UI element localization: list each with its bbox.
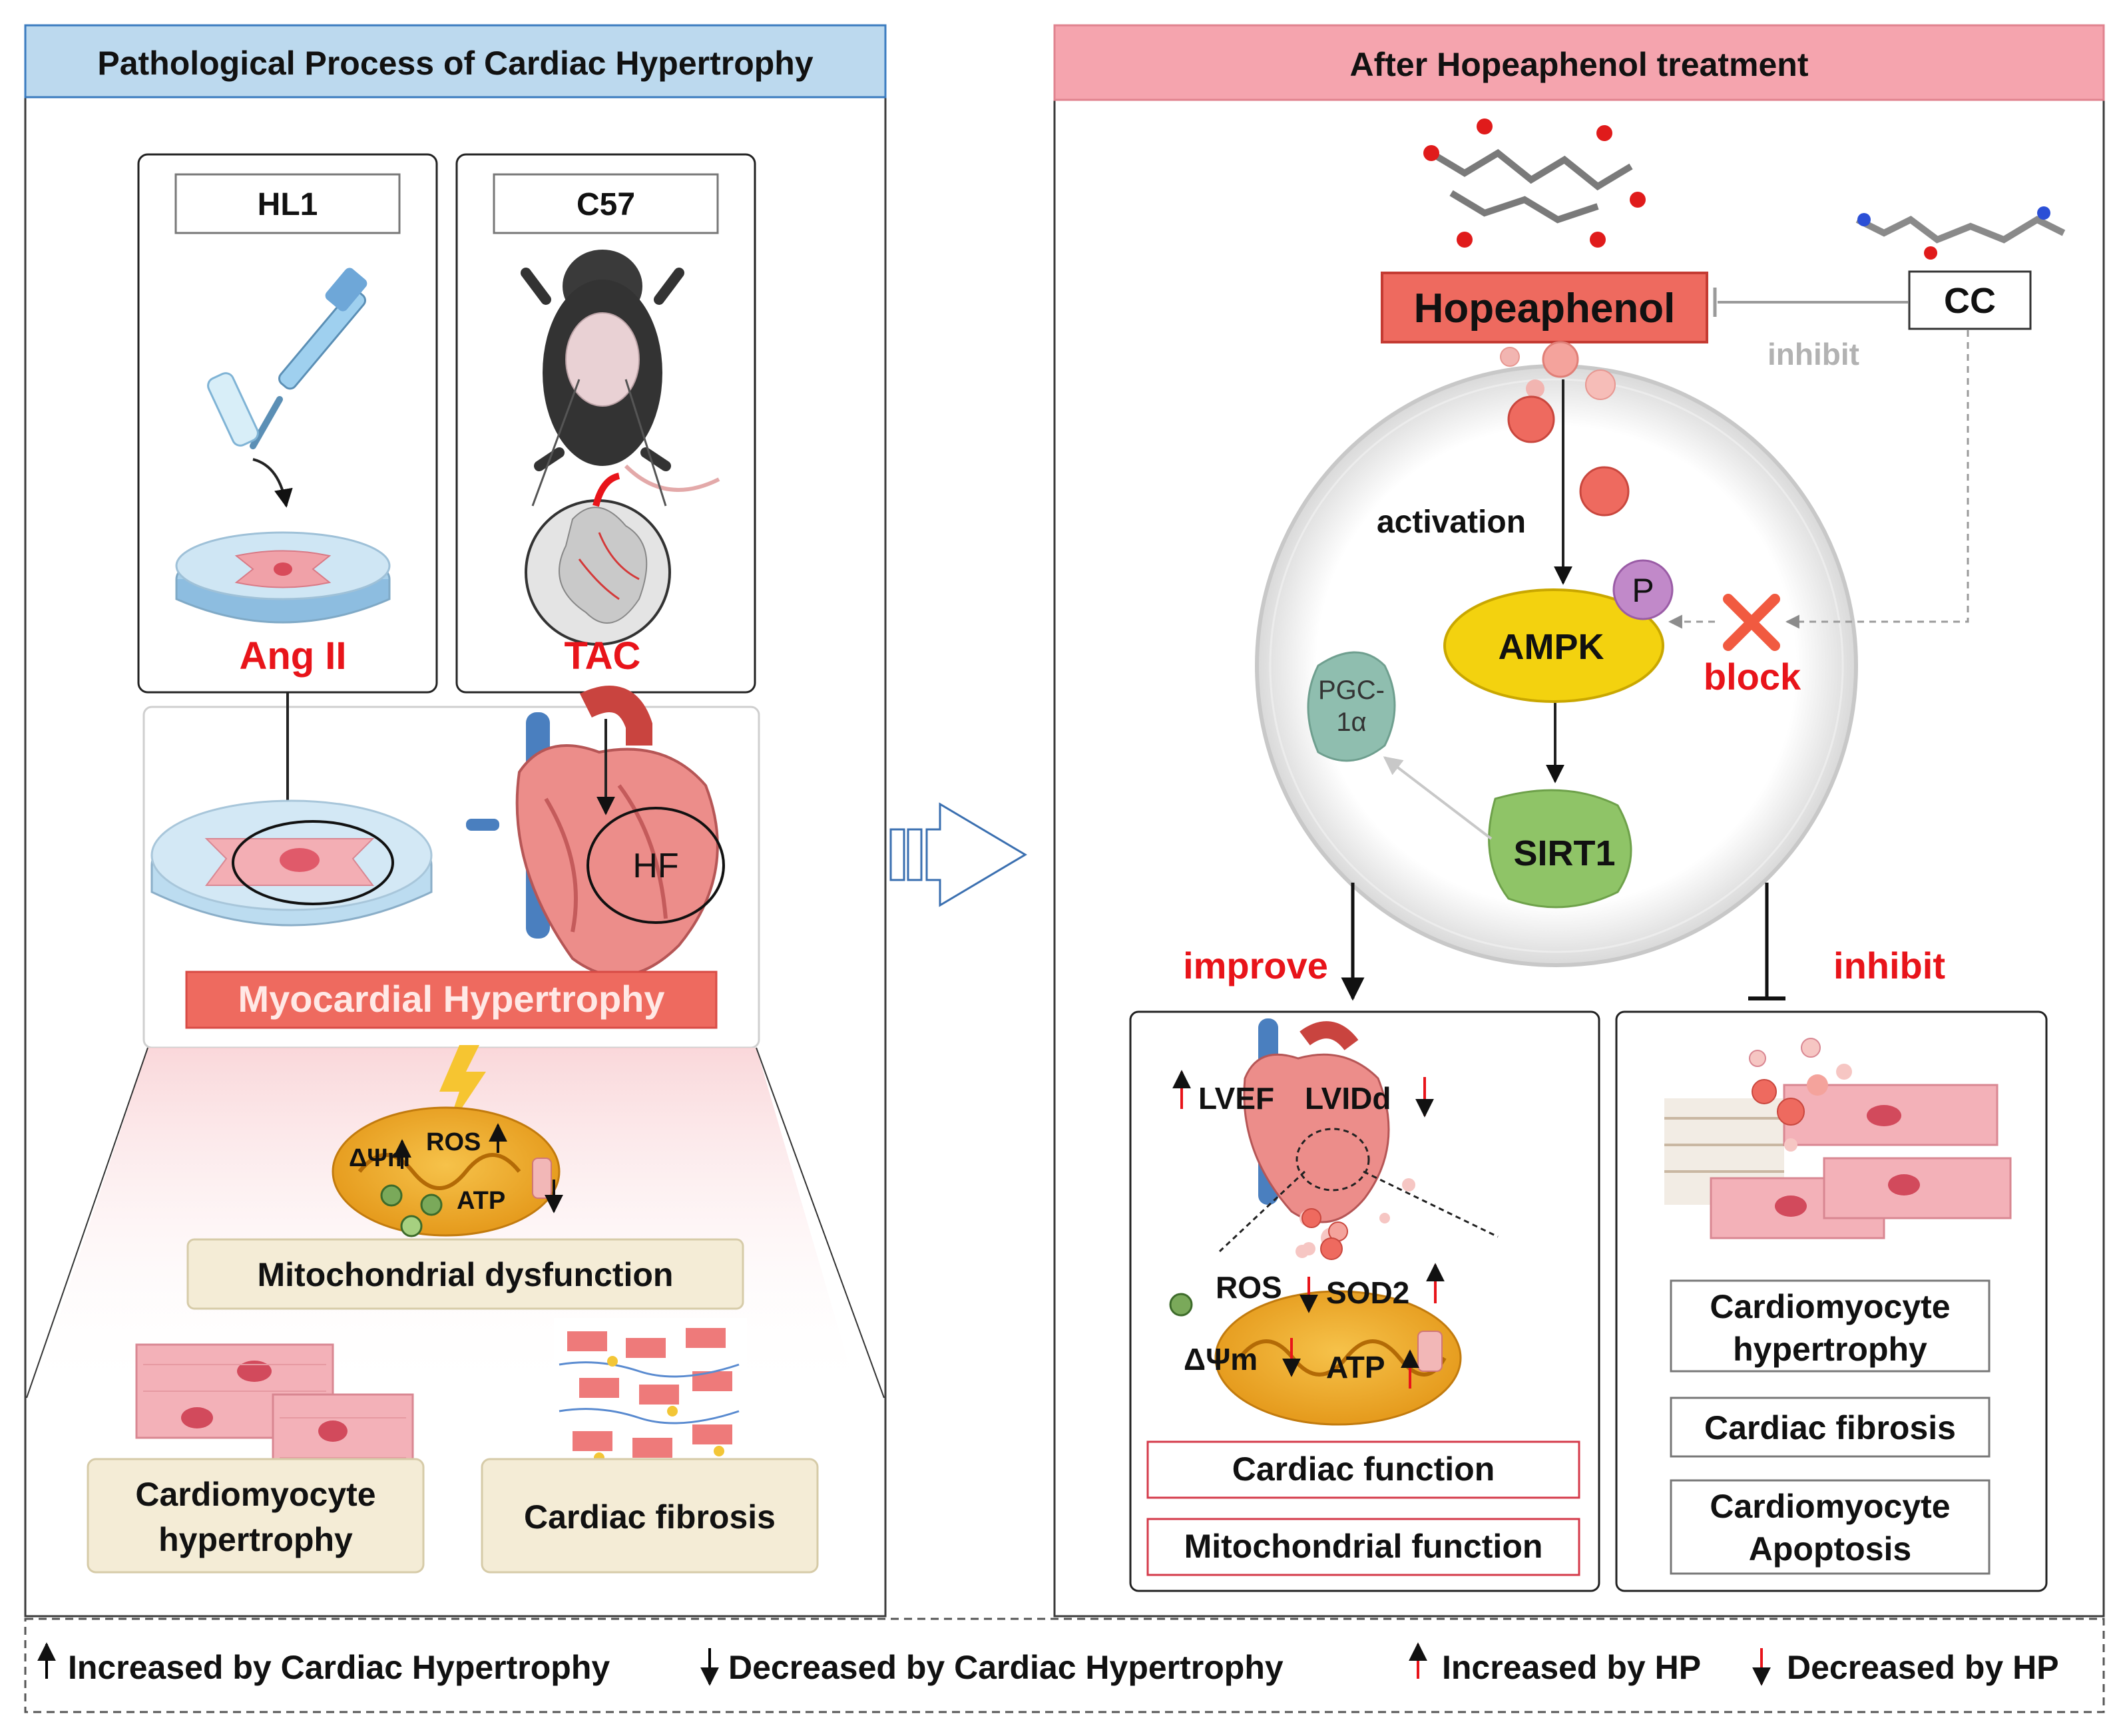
inhibit-item-3-line-2: Apoptosis [1749,1530,1911,1568]
heart-zoom-ellipse [1296,1128,1370,1192]
improve-item-2-box [1146,1518,1580,1576]
cc-inhibit-label: inhibit [1767,337,1859,371]
legend-item-4: Decreased by HP [1787,1649,2059,1686]
left-panel-header [24,24,887,99]
petri-dish-icon [175,531,391,624]
block-label: block [1704,656,1801,698]
zoom-line-left [531,379,581,507]
block-cross-icon [1723,594,1780,651]
large-dish-icon [150,799,433,927]
inhibit-label: inhibit [1833,945,1945,986]
myocardial-hypertrophy-label: Myocardial Hypertrophy [238,978,664,1020]
sirt1-label: SIRT1 [1513,833,1615,873]
pgc-label-line-2: 1α [1336,708,1366,737]
right-mito-atp: ATP [1326,1350,1385,1385]
improve-label: improve [1183,945,1328,986]
dish-highlight-ellipse [232,820,394,905]
pgc-label-line-1: PGC- [1318,676,1385,705]
cc-dashed-path [1785,330,1969,629]
phospho-label: P [1632,572,1654,609]
improve-item-1: Cardiac function [1232,1450,1495,1488]
animal-model-label: C57 [577,187,635,222]
activation-label: activation [1377,505,1526,540]
phospho-node [1612,559,1674,620]
cell-model-label: HL1 [258,187,318,222]
left-panel: Pathological Process of Cardiac Hypertro… [24,24,887,1618]
mitochondrion-right-icon [1214,1290,1462,1426]
hf-label: HF [632,847,678,885]
pgc-node [1307,651,1396,762]
hopeaphenol-label: Hopeaphenol [1414,286,1676,331]
legend-item-3: Increased by HP [1442,1649,1701,1686]
inhibit-item-2: Cardiac fibrosis [1704,1409,1956,1446]
hopeaphenol-molecule-icon [1423,118,1646,248]
cc-label: CC [1944,281,1996,321]
ampk-node [1443,588,1664,703]
hopeaphenol-box [1381,272,1708,343]
inhibit-item-3-line-1: Cardiomyocyte [1710,1488,1950,1525]
transition-arrow [889,802,1027,907]
large-heart-icon [466,686,719,977]
right-mito-dpsi: ΔΨm [1184,1342,1258,1377]
outcome-1-line-1: Cardiomyocyte [135,1476,375,1513]
drug-particles [1500,341,1630,517]
outcome-1-line-2: hypertrophy [158,1521,353,1558]
inhibit-cells-icon [1664,1038,2012,1239]
cell-model-stimulus: Ang II [239,634,346,678]
right-panel-title: After Hopeaphenol treatment [1350,46,1809,83]
outcome-2-label: Cardiac fibrosis [524,1498,776,1536]
animal-model-label-box [493,173,719,234]
heart-zoom-icon [559,507,648,624]
improve-item-1-box [1146,1440,1580,1499]
cell-model-label-box [174,173,401,234]
cardiomyocyte-cells-icon [135,1343,414,1489]
inhibit-item-1-box [1670,1279,1991,1373]
heart-small-icon [1243,1018,1390,1223]
outcome-2-box [481,1458,819,1574]
pipette-icon [207,268,367,449]
right-mito-sod2: SOD2 [1326,1275,1409,1310]
outcome-1-box [87,1458,425,1574]
sirt1-to-pgc-arrow [1383,756,1493,840]
cc-molecule-icon [1855,206,2066,260]
lvef-label: LVEF [1198,1081,1274,1116]
left-mito-atp: ATP [457,1187,505,1215]
zoom-line-right [624,379,667,507]
right-mito-ros: ROS [1216,1270,1282,1305]
cc-box [1908,270,2032,330]
legend-item-1: Increased by Cardiac Hypertrophy [68,1649,610,1686]
inhibit-item-3-box [1670,1479,1991,1575]
inhibit-item-1-line-2: hypertrophy [1733,1331,1927,1368]
fibrosis-icon [554,1318,747,1478]
sirt1-node [1488,789,1632,909]
improve-item-2: Mitochondrial function [1184,1528,1543,1565]
lvidd-label: LVIDd [1305,1081,1391,1116]
right-panel-header [1053,24,2105,101]
inhibit-item-2-box [1670,1397,1991,1458]
aorta-band [592,473,620,507]
left-panel-title: Pathological Process of Cardiac Hypertro… [97,45,813,82]
right-panel: After Hopeaphenol treatment Hopeaphenol … [1053,24,2105,1618]
inhibit-item-1-line-1: Cardiomyocyte [1710,1288,1950,1325]
mito-dysfunction-label: Mitochondrial dysfunction [258,1256,674,1293]
legend: Increased by Cardiac Hypertrophy Decreas… [24,1618,2105,1713]
left-mito-ros: ROS [426,1128,481,1156]
ampk-label: AMPK [1499,627,1604,667]
small-particles [1169,1178,1415,1317]
hf-ellipse [587,807,725,924]
legend-frame [24,1618,2105,1713]
mito-dysfunction-box [186,1238,744,1310]
legend-item-2: Decreased by Cardiac Hypertrophy [728,1649,1284,1686]
myocardial-hypertrophy-box [185,971,718,1029]
animal-model-stimulus: TAC [565,634,641,678]
